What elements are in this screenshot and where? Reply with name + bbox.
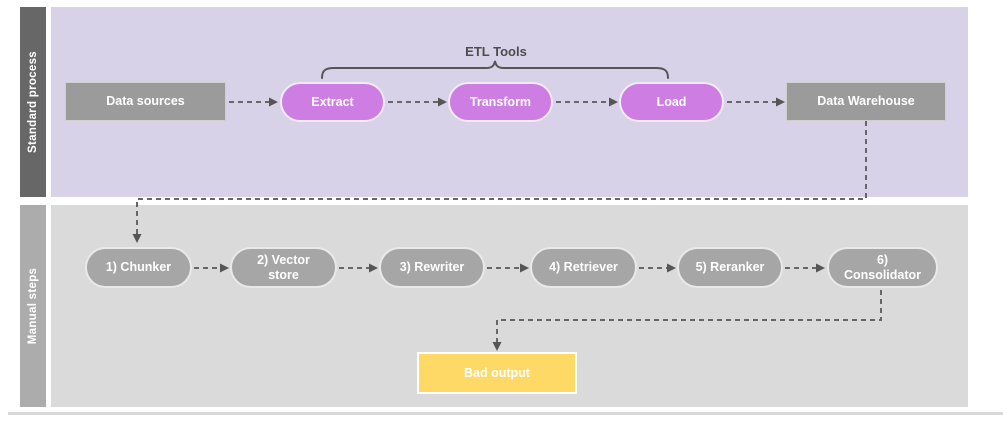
node-chunker: 1) Chunker (85, 247, 192, 288)
node-bad-output: Bad output (417, 352, 577, 394)
node-vector-store: 2) Vector store (230, 247, 337, 288)
node-reranker: 5) Reranker (677, 247, 783, 288)
node-transform: Transform (448, 82, 553, 122)
node-rewriter: 3) Rewriter (379, 247, 485, 288)
etl-tools-label: ETL Tools (465, 44, 527, 59)
lane-header-label: Standard process (27, 51, 40, 153)
lane-header-standard-process: Standard process (20, 7, 46, 197)
node-retriever: 4) Retriever (530, 247, 637, 288)
node-load: Load (619, 82, 724, 122)
node-data-sources: Data sources (65, 82, 226, 121)
bottom-divider (8, 412, 1003, 415)
node-extract: Extract (280, 82, 385, 122)
lane-header-manual-steps: Manual steps (20, 205, 46, 407)
node-data-warehouse: Data Warehouse (786, 82, 946, 121)
node-consolidator: 6) Consolidator (827, 247, 938, 288)
lane-header-label: Manual steps (27, 267, 40, 345)
